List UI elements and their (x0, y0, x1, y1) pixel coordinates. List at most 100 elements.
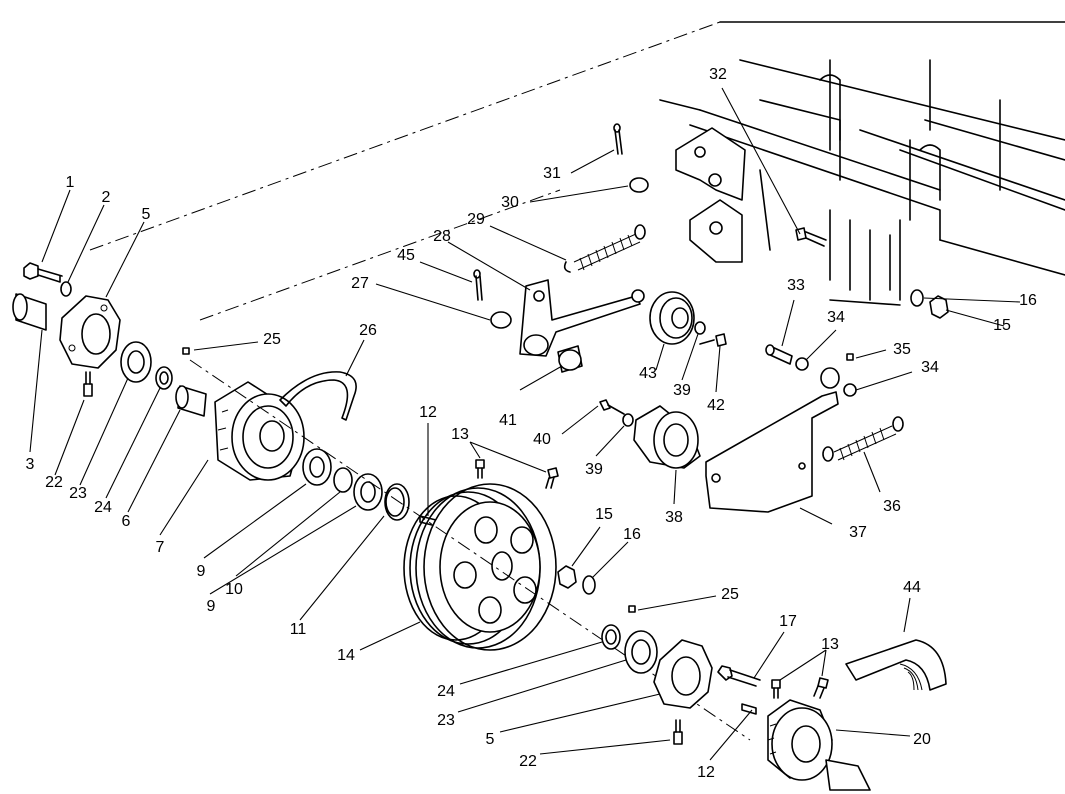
callout-34-b: 34 (921, 359, 939, 376)
part-34-bushing-a (795, 357, 809, 371)
callout-36: 36 (883, 498, 901, 515)
callout-12-upper: 12 (419, 404, 437, 421)
part-16-washer-lower (582, 575, 596, 595)
part-25-setscrew-lower (628, 605, 636, 613)
part-35-fitting (846, 353, 854, 361)
part-36-spring-lower (822, 416, 904, 462)
callout-23-lower: 23 (437, 712, 455, 729)
callout-3: 3 (26, 456, 35, 473)
callout-12-lower: 12 (697, 764, 715, 781)
part-33-pin (765, 344, 793, 365)
part-7-pulley-upper (214, 381, 305, 481)
part-5-housing-upper (59, 295, 121, 369)
part-34-bushing-b (843, 383, 857, 397)
callout-labels: 1 2 5 3 22 23 24 6 7 25 26 9 10 9 11 12 … (26, 66, 1037, 781)
part-42-bolt (699, 333, 727, 347)
part-13-setscrews-upper (475, 459, 559, 489)
callout-13-lower: 13 (821, 636, 839, 653)
callout-25-upper: 25 (263, 331, 281, 348)
callout-37: 37 (849, 524, 867, 541)
part-20-pulley-lower (767, 699, 871, 791)
callout-39-lower: 39 (585, 461, 603, 478)
callout-25-lower: 25 (721, 586, 739, 603)
callout-15-lower: 15 (595, 506, 613, 523)
part-27-washer (490, 311, 512, 329)
callout-23-upper: 23 (69, 485, 87, 502)
part-5-housing-lower (653, 639, 713, 709)
part-9-bearing-a (302, 448, 332, 486)
part-32-bolt (795, 227, 827, 247)
callout-39-upper: 39 (673, 382, 691, 399)
callout-9-b: 9 (207, 598, 216, 615)
callout-33: 33 (787, 277, 805, 294)
callout-34-a: 34 (827, 309, 845, 326)
callout-20: 20 (913, 731, 931, 748)
callout-31: 31 (543, 165, 561, 182)
part-15-nut-upper (929, 295, 949, 319)
part-15-nut-lower (557, 565, 577, 589)
shaft-centerline (189, 359, 751, 741)
part-44-belt-lower (845, 639, 947, 691)
part-28-idler-arm (519, 279, 641, 357)
callout-30: 30 (501, 194, 519, 211)
part-39-washer-upper (694, 321, 706, 335)
part-24-collar-lower (601, 624, 621, 650)
callout-1: 1 (66, 174, 75, 191)
part-30-washer (629, 177, 649, 193)
part-9-bearing-b (353, 473, 383, 511)
part-17-bolt (717, 665, 761, 687)
callout-16-upper: 16 (1019, 292, 1037, 309)
callout-38: 38 (665, 509, 683, 526)
callout-11: 11 (290, 621, 307, 638)
callout-32: 32 (709, 66, 727, 83)
part-10-spacer (333, 467, 353, 493)
part-38-idler-pulley (633, 405, 701, 469)
part-41-bushing (557, 345, 583, 373)
callout-7: 7 (156, 539, 165, 556)
part-45-cotter-pin (473, 269, 483, 301)
callout-42: 42 (707, 397, 725, 414)
part-12-key-lower (741, 703, 757, 715)
callout-6: 6 (122, 513, 131, 530)
callout-40: 40 (533, 431, 551, 448)
part-22-fitting-upper (83, 371, 93, 397)
callout-24-upper: 24 (94, 499, 112, 516)
part-40-bolt (599, 399, 625, 415)
part-1-bolt (23, 262, 63, 283)
callout-41: 41 (499, 412, 517, 429)
part-26-belt-upper (279, 371, 357, 421)
callout-9-a: 9 (197, 563, 206, 580)
callout-27: 27 (351, 275, 369, 292)
callout-26: 26 (359, 322, 377, 339)
callout-43: 43 (639, 365, 657, 382)
callout-45: 45 (397, 247, 415, 264)
part-16-washer-upper (910, 289, 924, 307)
callout-24-lower: 24 (437, 683, 455, 700)
part-6-spacer (175, 385, 207, 417)
callout-2: 2 (102, 189, 111, 206)
part-11-snap-ring (384, 483, 410, 521)
callout-15-upper: 15 (993, 317, 1011, 334)
callout-35: 35 (893, 341, 911, 358)
part-24-collar-upper (155, 366, 173, 390)
leader-lines (29, 87, 1021, 761)
callout-29: 29 (467, 211, 485, 228)
frame-chassis (89, 21, 1065, 321)
callout-17: 17 (779, 613, 797, 630)
part-13-setscrews-lower (771, 677, 829, 699)
part-39-washer-lower (622, 413, 634, 427)
callout-22-lower: 22 (519, 753, 537, 770)
part-23-bearing-upper (120, 341, 152, 383)
callout-28: 28 (433, 228, 451, 245)
callout-22-upper: 22 (45, 474, 63, 491)
part-22-fitting-lower (673, 719, 683, 745)
part-23-bearing-lower (624, 630, 658, 674)
callout-44: 44 (903, 579, 921, 596)
part-2-washer (60, 281, 72, 297)
part-3-sleeve (12, 293, 47, 331)
callout-5-upper: 5 (142, 206, 151, 223)
part-25-setscrew-upper (182, 347, 190, 355)
callout-13-upper: 13 (451, 426, 469, 443)
part-37-tension-bracket (705, 367, 840, 513)
